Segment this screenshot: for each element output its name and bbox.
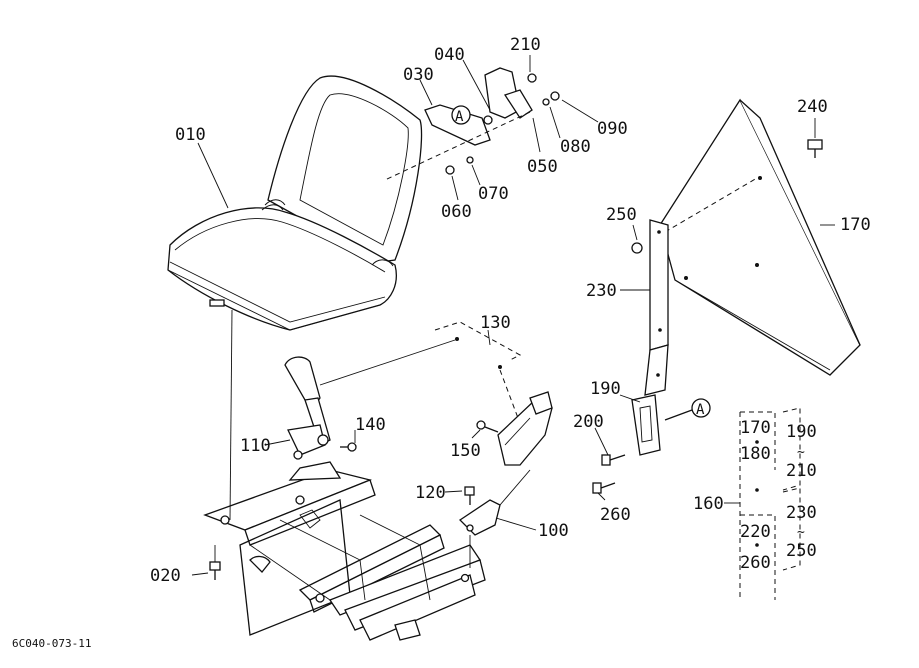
label-090: 090 [597, 119, 628, 139]
seat-frame [203, 461, 486, 641]
drawing-code: 6C040-073-11 [12, 637, 91, 650]
kit-range-1: ~ [797, 525, 805, 540]
label-170: 170 [840, 215, 871, 235]
kit-right-2: 230 [786, 503, 817, 523]
bolt-part-200 [601, 454, 626, 466]
kit-right-3: 250 [786, 541, 817, 561]
nut-part-250 [631, 242, 643, 254]
label-080: 080 [560, 137, 591, 157]
label-110: 110 [240, 436, 271, 456]
holder-part-150 [476, 391, 553, 466]
kit-left-2: 220 [740, 522, 771, 542]
bolt-part-120 [464, 486, 475, 505]
kit-table-frame [739, 407, 801, 600]
kit-left-1: 180 [740, 444, 771, 464]
plate-part-100 [458, 469, 531, 568]
label-260: 260 [600, 505, 631, 525]
bolt-part-260 [592, 482, 616, 494]
label-250: 250 [606, 205, 637, 225]
label-190: 190 [590, 379, 621, 399]
ref-marker-a-top: A [455, 109, 464, 125]
label-200: 200 [573, 412, 604, 432]
stay-part-230 [631, 219, 711, 456]
bracket-130-dashed [434, 321, 522, 419]
label-040: 040 [434, 45, 465, 65]
label-160: 160 [693, 494, 724, 514]
lever-guide-line [319, 339, 456, 386]
label-140: 140 [355, 415, 386, 435]
label-070: 070 [478, 184, 509, 204]
seat-part-010 [167, 75, 423, 331]
hinge-bracket-030-050 [384, 67, 560, 181]
sign-part-170 [659, 98, 861, 376]
label-050: 050 [527, 157, 558, 177]
kit-left-0: 170 [740, 418, 771, 438]
label-130: 130 [480, 313, 511, 333]
label-240: 240 [797, 97, 828, 117]
mounting-line [229, 309, 233, 521]
kit-table: 170 180 220 260 190 ~ 210 230 ~ 250 [740, 418, 817, 573]
kit-right-0: 190 [786, 422, 817, 442]
label-020: 020 [150, 566, 181, 586]
bolt-part-020 [209, 545, 221, 580]
kit-range-0: ~ [797, 445, 805, 460]
label-210: 210 [510, 35, 541, 55]
lever-part-110 [284, 356, 331, 460]
part-labels: 010 020 030 040 050 060 070 080 090 100 … [150, 35, 871, 586]
bolt-part-240 [807, 139, 823, 158]
leader-lines [191, 55, 835, 576]
label-030: 030 [403, 65, 434, 85]
ref-marker-a-bottom: A [696, 402, 705, 418]
label-150: 150 [450, 441, 481, 461]
kit-right-1: 210 [786, 461, 817, 481]
kit-left-3: 260 [740, 553, 771, 573]
label-120: 120 [415, 483, 446, 503]
label-010: 010 [175, 125, 206, 145]
label-230: 230 [586, 281, 617, 301]
label-060: 060 [441, 202, 472, 222]
label-100: 100 [538, 521, 569, 541]
bolt-part-140 [340, 442, 357, 452]
